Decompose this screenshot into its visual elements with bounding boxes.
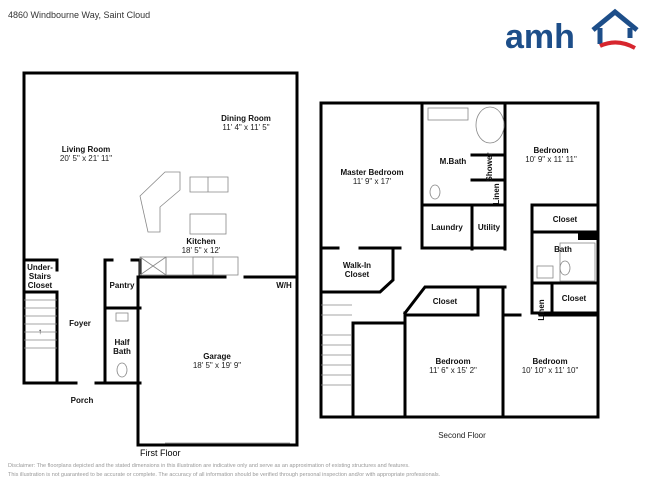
room-closet-mid: Closet <box>433 297 458 306</box>
room-utility: Utility <box>478 223 501 232</box>
room-bedroom-ne-dims: 10' 9" x 11' 11" <box>525 155 577 164</box>
room-garage-dims: 18' 5" x 19' 9" <box>193 361 241 370</box>
room-pantry: Pantry <box>110 281 135 290</box>
room-walkin-line1: Walk-In <box>343 261 371 270</box>
room-kitchen-dims: 18' 5" x 12' <box>182 246 221 255</box>
amh-logo: amh <box>505 8 639 54</box>
room-garage-name: Garage <box>203 352 231 361</box>
first-floor-walls <box>22 71 299 447</box>
disclaimer-line-1: Disclaimer: The floorplans depicted and … <box>8 463 410 469</box>
room-living-dims: 20' 5" x 21' 11" <box>60 154 112 163</box>
disclaimer-line-2: This illustration is not guaranteed to b… <box>8 472 441 478</box>
room-bedroom-se-name: Bedroom <box>532 357 567 366</box>
room-walkin-line2: Closet <box>345 270 370 279</box>
second-floor-walls <box>319 101 600 419</box>
room-laundry: Laundry <box>431 223 463 232</box>
room-closet-ne: Closet <box>553 215 578 224</box>
second-floor-labels: Master Bedroom 11' 9" x 17' M.Bath Showe… <box>340 146 586 440</box>
room-porch: Porch <box>71 396 94 405</box>
svg-text:amh: amh <box>505 18 575 54</box>
room-bedroom-se-dims: 10' 10" x 11' 10" <box>522 366 579 375</box>
room-bedroom-mid-dims: 11' 6" x 15' 2" <box>429 366 477 375</box>
room-under-stairs-line2: Stairs <box>29 272 52 281</box>
room-closet-se: Closet <box>562 294 587 303</box>
room-half-bath-line2: Bath <box>113 347 131 356</box>
first-floor-label: First Floor <box>140 448 181 458</box>
room-dining-name: Dining Room <box>221 114 271 123</box>
room-kitchen-name: Kitchen <box>186 237 215 246</box>
room-master-dims: 11' 9" x 17' <box>353 177 392 186</box>
room-linen-1: Linen <box>492 183 501 204</box>
room-under-stairs-line1: Under- <box>27 263 53 272</box>
room-shower: Shower <box>485 153 494 182</box>
room-dining-dims: 11' 4" x 11' 5" <box>222 123 269 132</box>
disclaimer: Disclaimer: The floorplans depicted and … <box>8 462 440 480</box>
stairs-up-arrow-icon: ↑ <box>38 327 42 336</box>
room-half-bath-line1: Half <box>114 338 129 347</box>
second-floor-label: Second Floor <box>438 431 486 440</box>
room-living-name: Living Room <box>62 145 110 154</box>
first-floor-labels: Living Room 20' 5" x 21' 11" Dining Room… <box>27 114 292 405</box>
room-bath: Bath <box>554 245 572 254</box>
property-address: 4860 Windbourne Way, Saint Cloud <box>8 10 151 20</box>
room-linen-2: Linen <box>537 299 546 320</box>
room-foyer: Foyer <box>69 319 91 328</box>
room-bedroom-ne-name: Bedroom <box>533 146 568 155</box>
room-bedroom-mid-name: Bedroom <box>435 357 470 366</box>
room-under-stairs-line3: Closet <box>28 281 53 290</box>
water-heater-label: W/H <box>276 281 292 290</box>
room-master-name: Master Bedroom <box>340 168 403 177</box>
room-mbath: M.Bath <box>440 157 467 166</box>
